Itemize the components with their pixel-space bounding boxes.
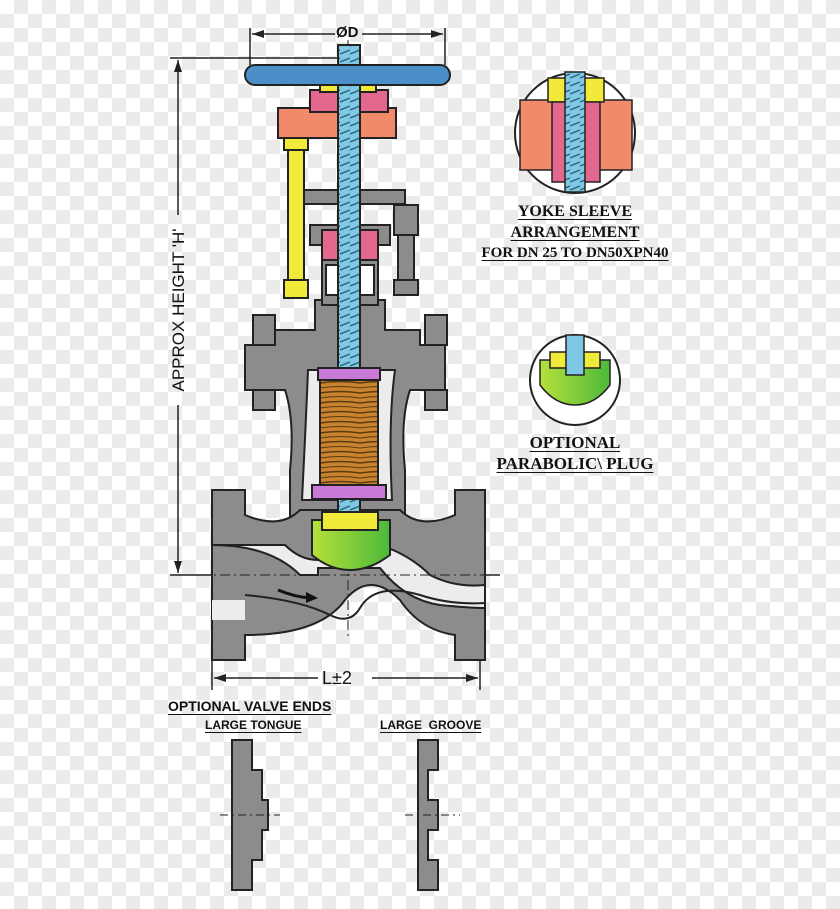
flow-arrow-icon xyxy=(277,588,318,603)
plug xyxy=(311,511,391,572)
large-tongue-profile xyxy=(220,739,280,891)
yoke-sleeve-subtitle: ARRANGEMENT xyxy=(510,224,640,241)
bonnet-bolts xyxy=(252,314,448,411)
height-label: APPROX HEIGHT 'H' xyxy=(169,228,188,392)
yoke-sleeve-title: YOKE SLEEVE xyxy=(517,203,633,220)
bellows xyxy=(311,367,387,500)
parabolic-plug-subtitle: PARABOLIC\ PLUG xyxy=(496,454,654,473)
large-tongue-label: LARGE TONGUE xyxy=(205,718,302,732)
parabolic-plug-detail xyxy=(529,334,621,426)
length-label: L±2 xyxy=(322,668,352,688)
large-groove-profile xyxy=(405,739,460,891)
diameter-dimension xyxy=(249,28,446,65)
handwheel xyxy=(244,64,451,86)
diameter-label: ØD xyxy=(336,24,359,41)
yoke-sleeve-detail xyxy=(514,71,636,194)
yoke-sleeve-range: FOR DN 25 TO DN50XPN40 xyxy=(481,245,669,261)
parabolic-plug-title: OPTIONAL xyxy=(529,433,621,452)
gland-bolt-left xyxy=(283,117,309,299)
large-groove-label: LARGE GROOVE xyxy=(380,718,482,732)
eyebolt-right xyxy=(393,204,419,296)
valve-ends-title: OPTIONAL VALVE ENDS xyxy=(168,698,332,714)
